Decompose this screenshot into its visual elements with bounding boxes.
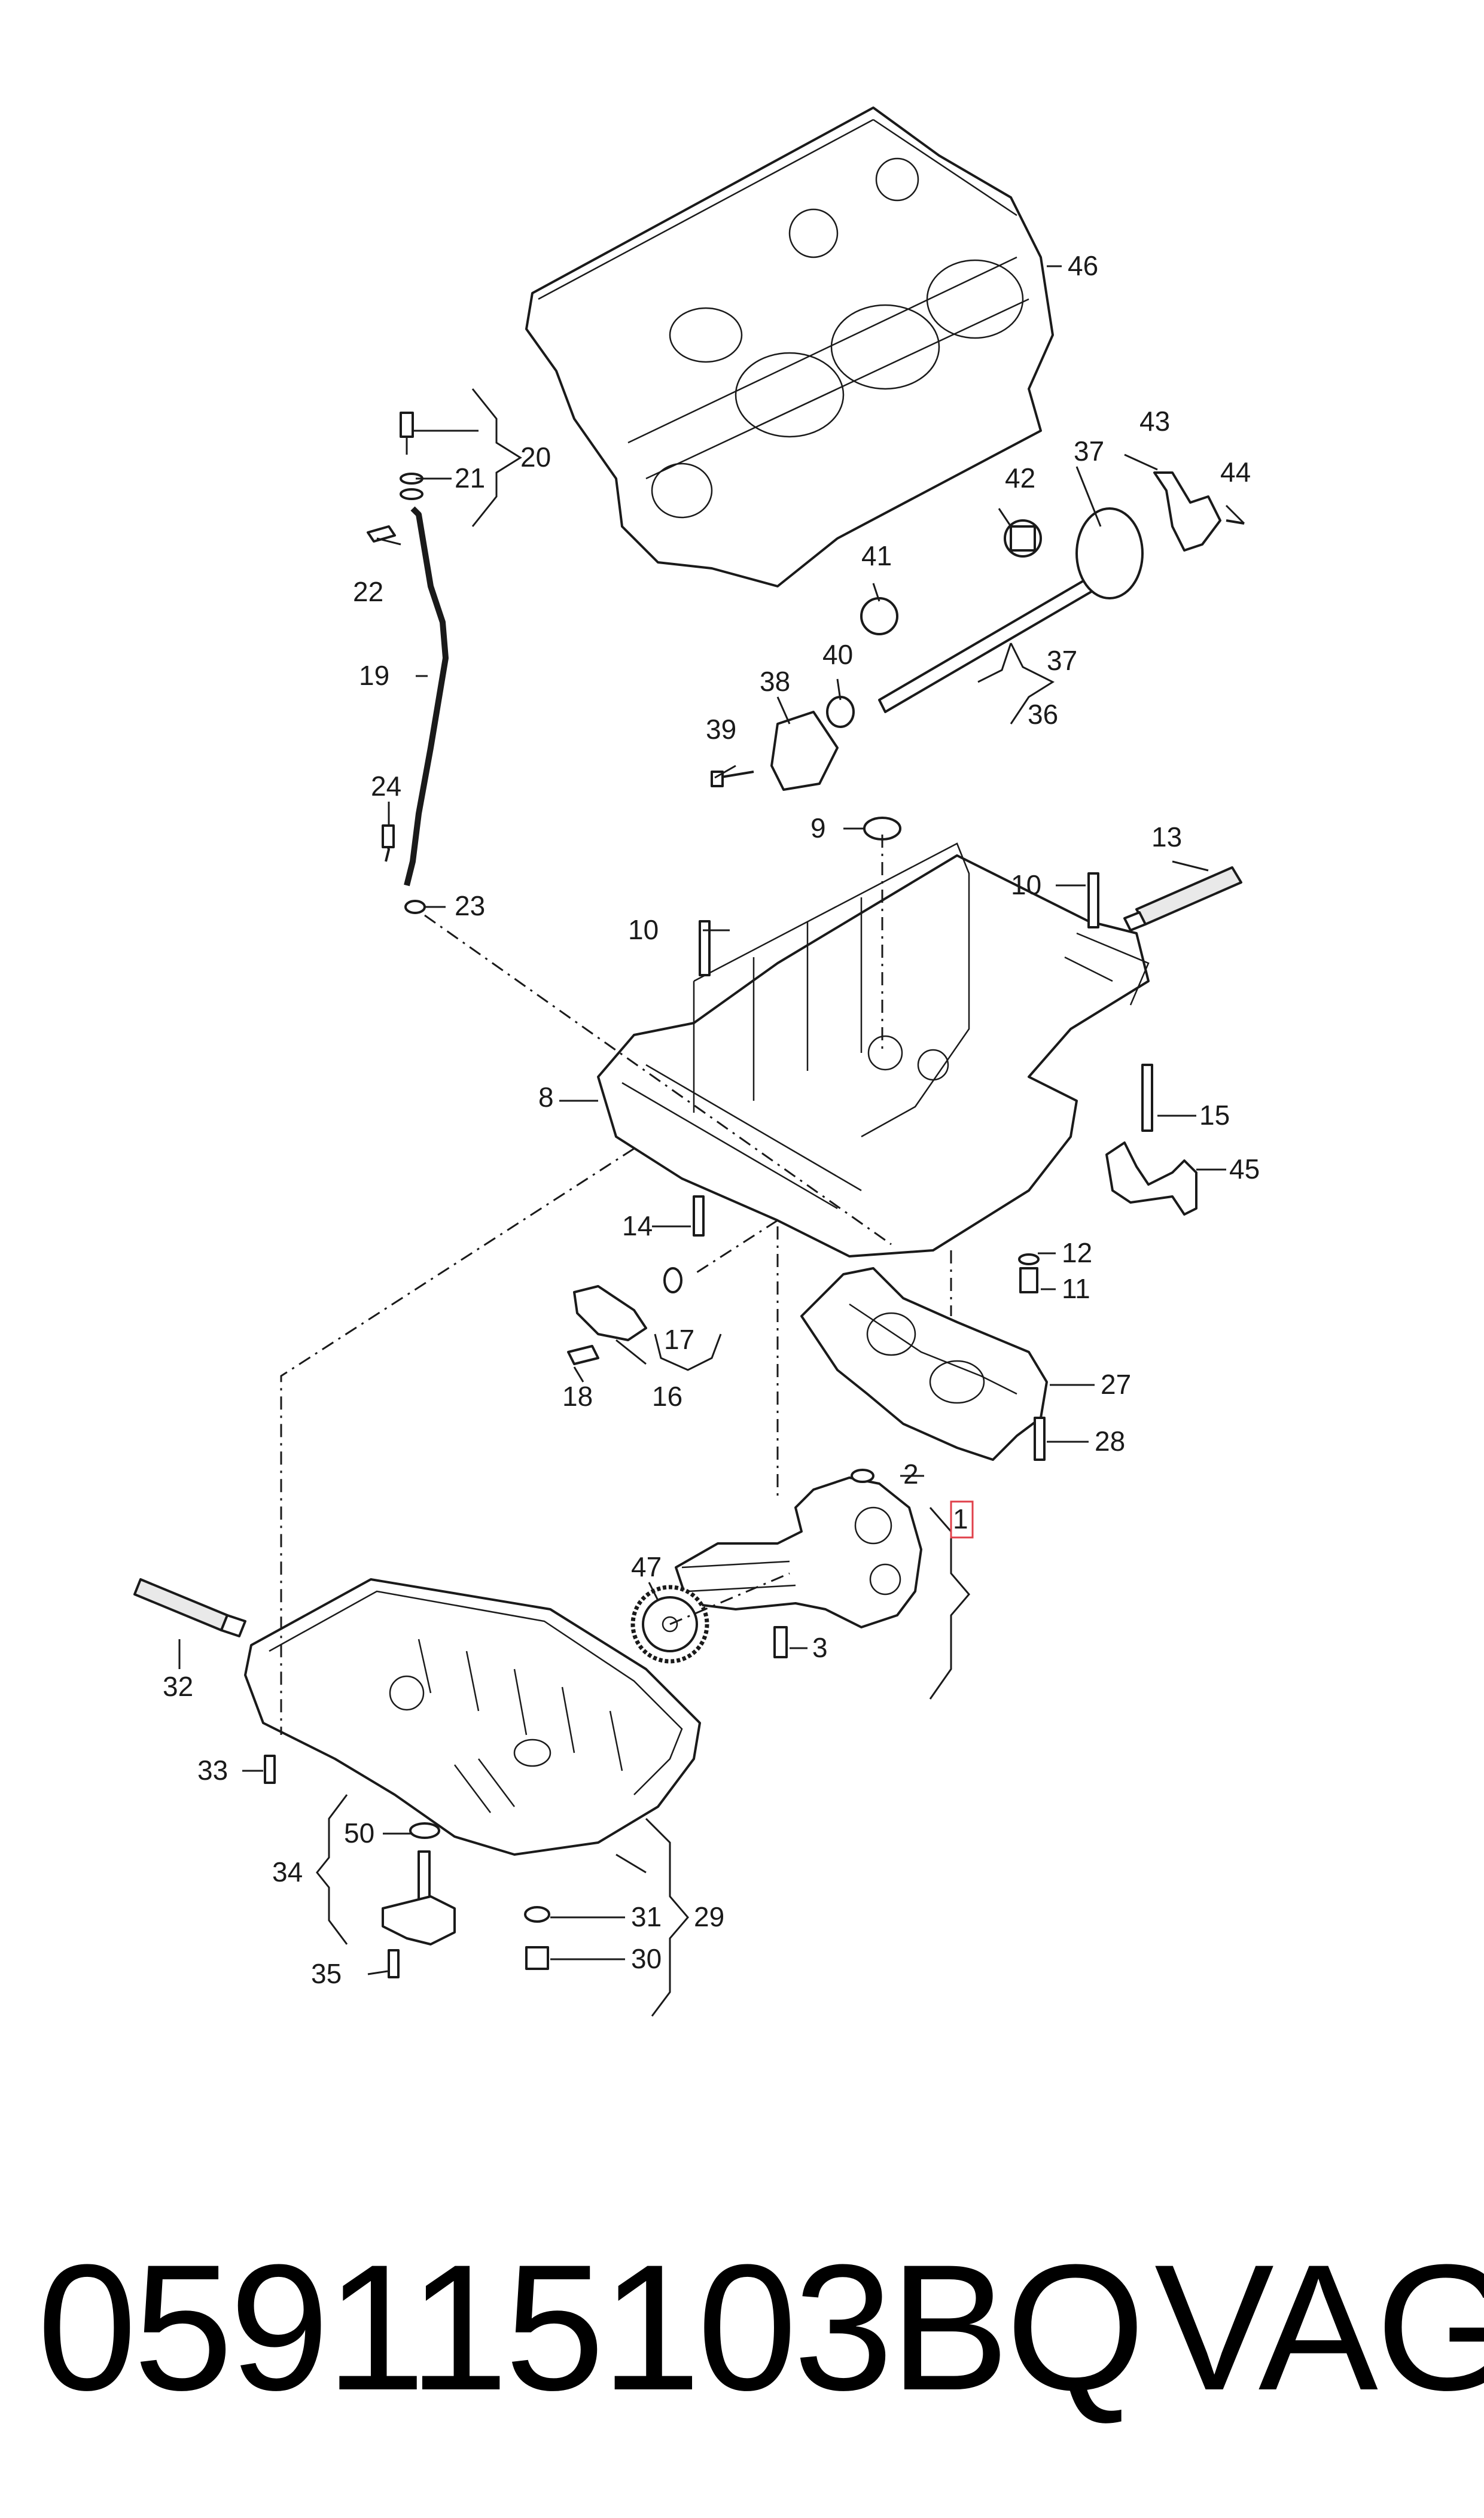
callout-46: 46: [1068, 250, 1098, 281]
callout-37-upper: 37: [1074, 436, 1104, 467]
callout-50: 50: [344, 1817, 374, 1849]
callout-44: 44: [1220, 456, 1251, 488]
stud-10-left: [699, 920, 711, 976]
oil-sensor-16: [573, 1285, 647, 1341]
plug-11: [1019, 1267, 1038, 1293]
callout-19: 19: [359, 660, 389, 691]
callout-32: 32: [163, 1671, 193, 1702]
callout-1: 1: [953, 1503, 968, 1534]
callout-21: 21: [455, 462, 485, 494]
callout-36: 36: [1028, 699, 1058, 730]
brand-name: VAG: [1154, 2227, 1484, 2428]
callout-43: 43: [1139, 406, 1170, 437]
bolt-35: [388, 1949, 400, 1978]
callout-34: 34: [272, 1856, 303, 1887]
bolt-14: [693, 1195, 705, 1237]
sealant-tube-32: [133, 1578, 228, 1631]
upper-oil-pan: [597, 842, 1150, 1258]
callout-13: 13: [1151, 821, 1182, 852]
highlight-box-part-1: [950, 1500, 974, 1539]
shaft-assembly: [711, 471, 1245, 791]
callout-16: 16: [652, 1381, 682, 1412]
callout-23: 23: [455, 890, 485, 921]
bolt-28: [1034, 1417, 1046, 1461]
callout-28: 28: [1095, 1426, 1125, 1457]
callout-18: 18: [562, 1381, 593, 1412]
callout-14: 14: [622, 1210, 653, 1241]
engine-block: [525, 106, 1054, 587]
callout-33: 33: [197, 1755, 228, 1786]
callout-10-left: 10: [628, 914, 659, 945]
callout-2: 2: [903, 1459, 919, 1490]
bolt-15: [1141, 1064, 1153, 1132]
oil-pump: [675, 1469, 922, 1628]
callout-3: 3: [812, 1632, 828, 1663]
seal-31: [524, 1906, 550, 1923]
callout-40: 40: [822, 639, 853, 670]
callout-45: 45: [1229, 1153, 1260, 1185]
part-number: 059115103BQ: [37, 2227, 1145, 2428]
callout-38: 38: [760, 666, 790, 697]
alignment-lines: [280, 835, 952, 1735]
callout-15: 15: [1199, 1100, 1230, 1131]
bolt-33: [264, 1755, 276, 1784]
sealant-tube-13: [1135, 866, 1242, 925]
callout-41: 41: [861, 540, 892, 571]
callout-37-lower: 37: [1047, 645, 1077, 676]
callout-17: 17: [664, 1324, 694, 1355]
callout-29: 29: [694, 1901, 724, 1932]
callout-10-right: 10: [1011, 869, 1041, 900]
bolt-3: [773, 1626, 788, 1658]
oil-baffle: [800, 1267, 1048, 1461]
callout-31: 31: [631, 1901, 662, 1932]
callout-27: 27: [1101, 1369, 1131, 1400]
callout-9: 9: [810, 812, 826, 844]
oil-level-sensor-34: [382, 1850, 456, 1945]
callout-30: 30: [631, 1943, 662, 1974]
o-ring-50: [409, 1822, 440, 1839]
callout-47: 47: [631, 1551, 662, 1582]
callout-11: 11: [1062, 1273, 1090, 1304]
callout-24: 24: [371, 771, 401, 802]
callout-39: 39: [706, 714, 736, 745]
dipstick-guide: [367, 412, 449, 914]
bracket-45: [1105, 1141, 1197, 1216]
callout-labels: 1 2 3 8 9 10 10 11 12 13 14 15 16 17 18 …: [163, 250, 1260, 1989]
callout-22: 22: [353, 576, 383, 607]
callout-20: 20: [520, 442, 551, 473]
lower-oil-pan: [244, 1578, 701, 1856]
leader-lines: [178, 265, 1245, 1975]
drain-plug-30: [525, 1946, 549, 1970]
callout-35: 35: [311, 1958, 342, 1989]
callout-42: 42: [1005, 462, 1035, 494]
stud-10-right: [1087, 872, 1099, 928]
callout-8: 8: [538, 1082, 554, 1113]
callout-12: 12: [1062, 1237, 1092, 1268]
